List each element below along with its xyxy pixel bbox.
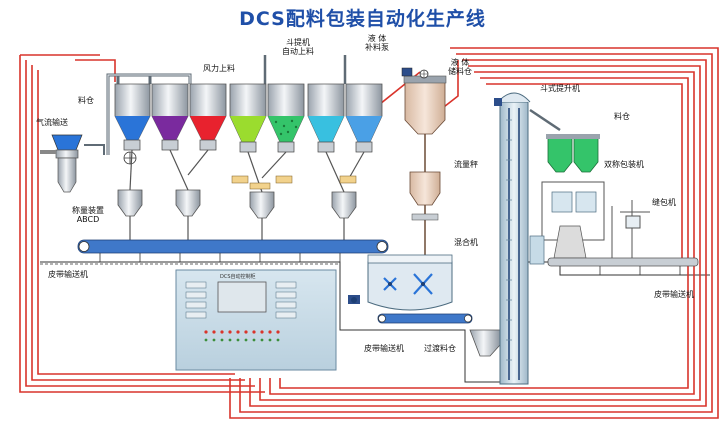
diagram-title: DCS配料包装自动化生产线 [239, 8, 486, 30]
hopper-5 [267, 83, 305, 143]
label-weighing: 称量装置 ABCD [72, 206, 104, 224]
belt-conveyor-left [77, 239, 389, 262]
belt-conveyor-right [547, 257, 699, 275]
valve-wheel [123, 151, 137, 165]
label-liquid-storage: 液 体 储料仓 [448, 58, 472, 76]
label-belt-conveyor-right: 皮带输送机 [654, 290, 694, 299]
label-belt-conveyor-mid: 皮带输送机 [364, 344, 404, 353]
control-cabinet [175, 269, 337, 371]
label-wind-feed: 风力上料 [203, 64, 235, 73]
liquid-storage-tank [401, 67, 447, 172]
bucket-feed-pipes [263, 55, 347, 84]
double-packer [529, 134, 605, 265]
hopper-3 [189, 83, 227, 141]
hoppers [114, 83, 383, 143]
label-belt-conveyor-left: 皮带输送机 [48, 270, 88, 279]
label-bucket-feed: 斗提机 自动上料 [282, 38, 314, 56]
hopper-2 [151, 83, 189, 141]
transition-bin [469, 329, 501, 357]
hopper-7 [345, 83, 383, 143]
hopper-4 [229, 83, 267, 143]
hopper-6 [307, 83, 345, 143]
label-bucket-elevator: 斗式提升机 [540, 84, 580, 93]
yellow-labels [231, 175, 357, 190]
label-double-packer: 双称包装机 [604, 160, 644, 169]
red-signal-pipes [19, 47, 719, 419]
label-flow-scale: 流量秤 [454, 160, 478, 169]
label-liquid-feed: 液 体 补料泵 [365, 34, 389, 52]
wind-feed-pipe-inner [107, 74, 191, 155]
weigh-hoppers [117, 189, 357, 219]
label-transition-bin: 过渡料仓 [424, 344, 456, 353]
flow-scale [409, 171, 441, 255]
weigh-chutes [129, 149, 365, 240]
belt-conveyor-mid [377, 313, 473, 324]
label-sewing-machine: 缝包机 [652, 198, 676, 207]
hopper-1 [114, 83, 151, 141]
mixer-machine [348, 254, 453, 311]
label-air-conveying: 气流输送 [36, 118, 68, 127]
label-mixer: 混合机 [454, 238, 478, 247]
screw-feeders [123, 139, 373, 153]
label-material-bin-left: 料仓 [78, 96, 94, 105]
bucket-elevator [494, 92, 561, 385]
label-material-bin-right: 料仓 [614, 112, 630, 121]
label-control-cabinet: DCS自动控制柜 [220, 274, 256, 280]
air-conveying-device [40, 134, 105, 193]
sewing-machine [611, 200, 650, 258]
